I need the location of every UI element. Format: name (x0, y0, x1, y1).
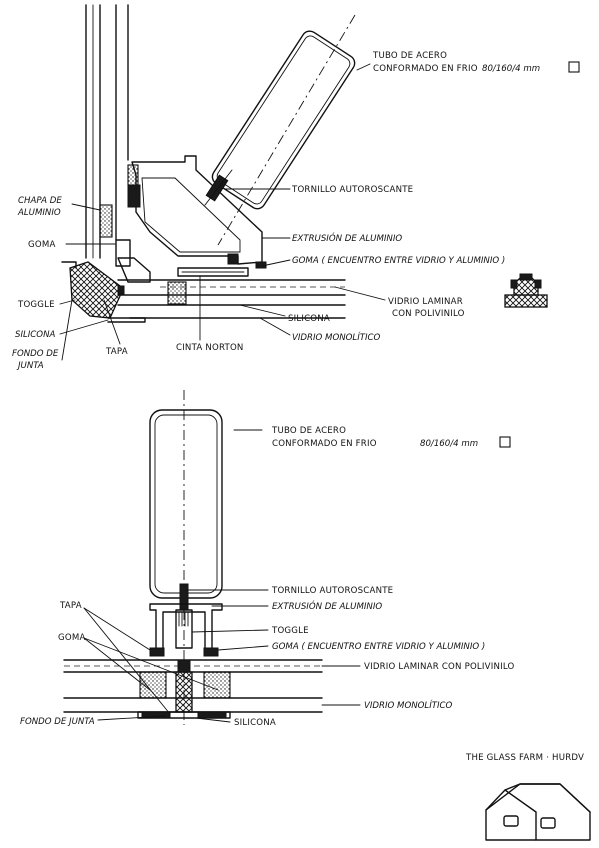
top-label-tapa: TAPA (105, 347, 128, 357)
top-label-extrusion: EXTRUSIÓN DE ALUMINIO (292, 232, 402, 244)
top-vertical-glass (85, 4, 139, 259)
top-profile-icon (504, 273, 548, 308)
house-window-right-icon (540, 817, 556, 829)
top-leaders (59, 63, 386, 361)
bottom-label-tubo-2: CONFORMADO EN FRIO (272, 439, 377, 449)
top-tube-centerline (217, 14, 356, 246)
top-label-tubo-dim: 80/160/4 mm (482, 64, 540, 74)
bottom-label-toggle: TOGGLE (271, 626, 309, 636)
top-label-silicona-right: SILICONA (288, 314, 330, 324)
top-label-silicona-left: SILICONA (15, 330, 56, 340)
bottom-label-vidrio-monolitico: VIDRIO MONOLÍTICO (364, 699, 453, 711)
bottom-label-extrusion: EXTRUSIÓN DE ALUMINIO (272, 600, 382, 612)
bottom-label-vidrio-laminar: VIDRIO LAMINAR CON POLIVINILO (364, 662, 515, 672)
bottom-checkbox-glyph (499, 436, 511, 448)
bottom-label-tubo-1: TUBO DE ACERO (271, 426, 346, 436)
bottom-label-goma-right: GOMA ( ENCUENTRO ENTRE VIDRIO Y ALUMINIO… (272, 642, 485, 652)
top-screw (204, 169, 233, 206)
top-label-vidrio-monolitico: VIDRIO MONOLÍTICO (292, 331, 381, 343)
bottom-toggle (175, 609, 193, 649)
bottom-detail: TUBO DE ACERO CONFORMADO EN FRIO 80/160/… (20, 390, 515, 728)
top-steel-tube (211, 30, 356, 210)
top-label-toggle: TOGGLE (17, 300, 55, 310)
house-window-left-icon (503, 815, 519, 827)
footer-house: THE GLASS FARM · HURDV (465, 753, 591, 841)
top-detail: TUBO DE ACERO CONFORMADO EN FRIO 80/160/… (12, 4, 580, 371)
bottom-label-goma-left: GOMA (58, 633, 86, 643)
top-label-fondo-1: FONDO DE (12, 349, 59, 359)
top-horizontal-glass (117, 279, 346, 319)
bottom-label-silicona: SILICONA (234, 718, 276, 728)
top-label-fondo-2: JUNTA (16, 361, 44, 371)
bottom-glass (63, 659, 323, 713)
top-label-tubo-2: CONFORMADO EN FRIO (373, 64, 478, 74)
bottom-label-fondo: FONDO DE JUNTA (20, 717, 95, 727)
bottom-leaders (83, 429, 361, 723)
top-checkbox-glyph (568, 61, 580, 73)
bottom-steel-tube (149, 409, 223, 599)
top-label-goma-right: GOMA ( ENCUENTRO ENTRE VIDRIO Y ALUMINIO… (292, 256, 505, 266)
footer-credit: THE GLASS FARM · HURDV (465, 753, 584, 763)
top-label-chapa-2: ALUMINIO (17, 208, 61, 218)
bottom-label-tubo-dim: 80/160/4 mm (420, 439, 478, 449)
top-aluminium-extrusion (131, 155, 263, 265)
bottom-screw (179, 583, 189, 611)
bottom-label-tornillo: TORNILLO AUTOROSCANTE (271, 586, 393, 596)
top-label-chapa-1: CHAPA DE (18, 196, 62, 206)
bottom-joint-fill (175, 671, 193, 713)
top-label-tornillo: TORNILLO AUTOROSCANTE (291, 185, 413, 195)
top-label-vidrio-laminar-2: CON POLIVINILO (392, 309, 465, 319)
bottom-label-tapa: TAPA (59, 601, 82, 611)
top-label-tubo-1: TUBO DE ACERO (372, 51, 447, 61)
top-label-goma-left: GOMA (28, 240, 56, 250)
top-label-cinta: CINTA NORTON (176, 343, 244, 353)
top-label-vidrio-laminar-1: VIDRIO LAMINAR (388, 297, 463, 307)
top-toggle-profile (69, 261, 121, 319)
house-outline-icon (485, 783, 591, 841)
bottom-aluminium-extrusion (149, 603, 223, 651)
